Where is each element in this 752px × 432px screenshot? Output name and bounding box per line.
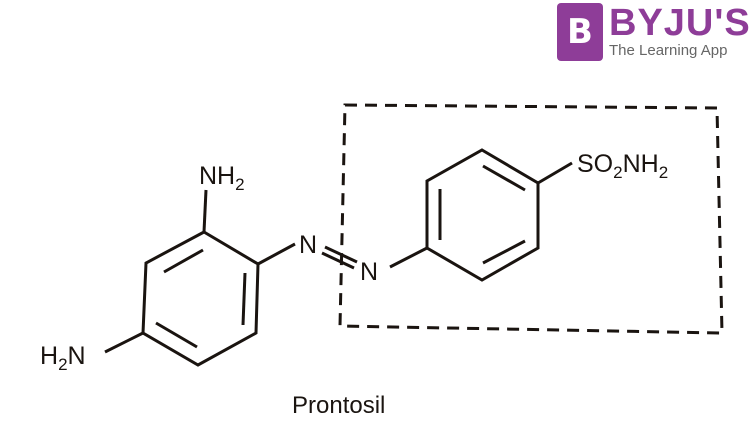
highlight-box	[338, 103, 724, 335]
logo-mark: B	[557, 3, 603, 61]
azo-n1-label: N	[299, 231, 317, 259]
benzene-ring-2	[425, 148, 540, 282]
amine-top-label: NH2	[199, 162, 245, 194]
sulfonamide-label: SO2NH2	[577, 150, 668, 182]
logo-tagline: The Learning App	[609, 42, 728, 59]
azo-n2-label: N	[360, 258, 378, 286]
logo-name: BYJU'S	[609, 2, 751, 44]
molecule-caption: Prontosil	[292, 392, 386, 419]
byjus-logo: B BYJU'S The Learning App	[557, 3, 751, 61]
amine-left-label: H2N	[40, 342, 86, 374]
